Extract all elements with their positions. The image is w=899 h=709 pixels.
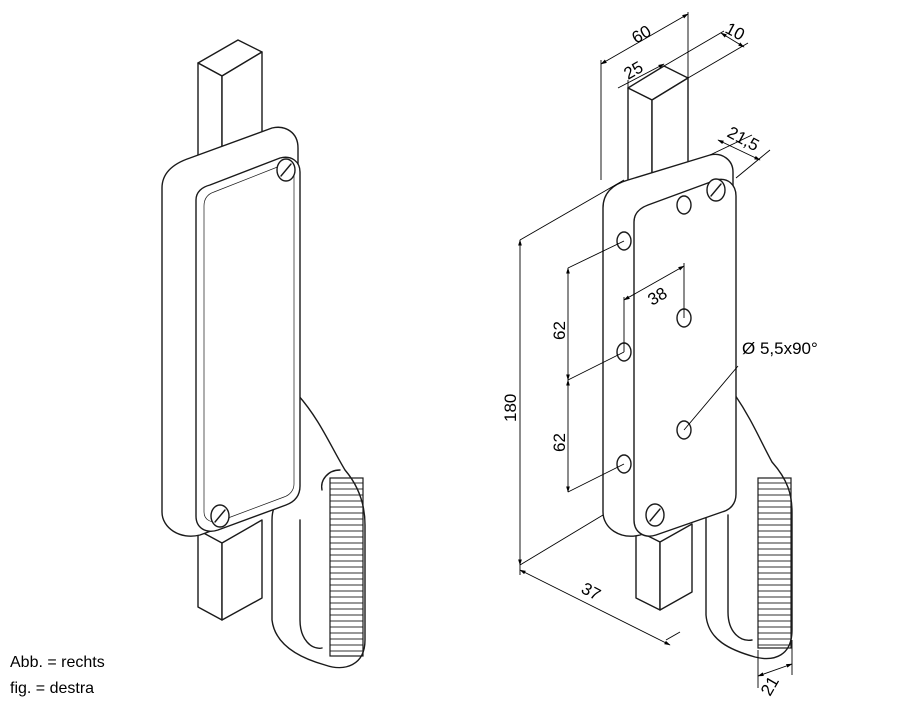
dim-21-5: 21,5: [724, 123, 762, 155]
dim-180: 180: [501, 394, 520, 422]
hole-right-1-icon: [676, 195, 692, 215]
screw-bottom-right-icon: [645, 503, 665, 527]
bolt-bar-bottom-right: [635, 523, 693, 611]
right-view-dimensioned: 60 25 10 21,5 38 62 62 180 Ø 5,5x90° 37 …: [501, 12, 818, 699]
screw-top-icon: [276, 158, 296, 182]
bolt-bar-bottom: [197, 519, 263, 621]
screw-bottom-icon: [210, 504, 230, 528]
caption-german: Abb. = rechts: [10, 654, 105, 671]
dim-62-lower: 62: [550, 433, 569, 452]
handle-loop: [271, 394, 366, 669]
dim-62-upper: 62: [550, 321, 569, 340]
dim-screw-hole: Ø 5,5x90°: [742, 339, 818, 358]
left-view-bolt-assembly: [161, 39, 366, 669]
screw-top-right-icon: [706, 178, 726, 202]
dimension-lines: [518, 12, 793, 688]
dim-60: 60: [629, 22, 655, 48]
housing-body: [161, 126, 301, 537]
dim-21: 21: [757, 673, 783, 699]
handle-loop-right: [705, 394, 793, 660]
dim-10: 10: [722, 19, 748, 45]
caption-italian: fig. = destra: [10, 680, 95, 697]
